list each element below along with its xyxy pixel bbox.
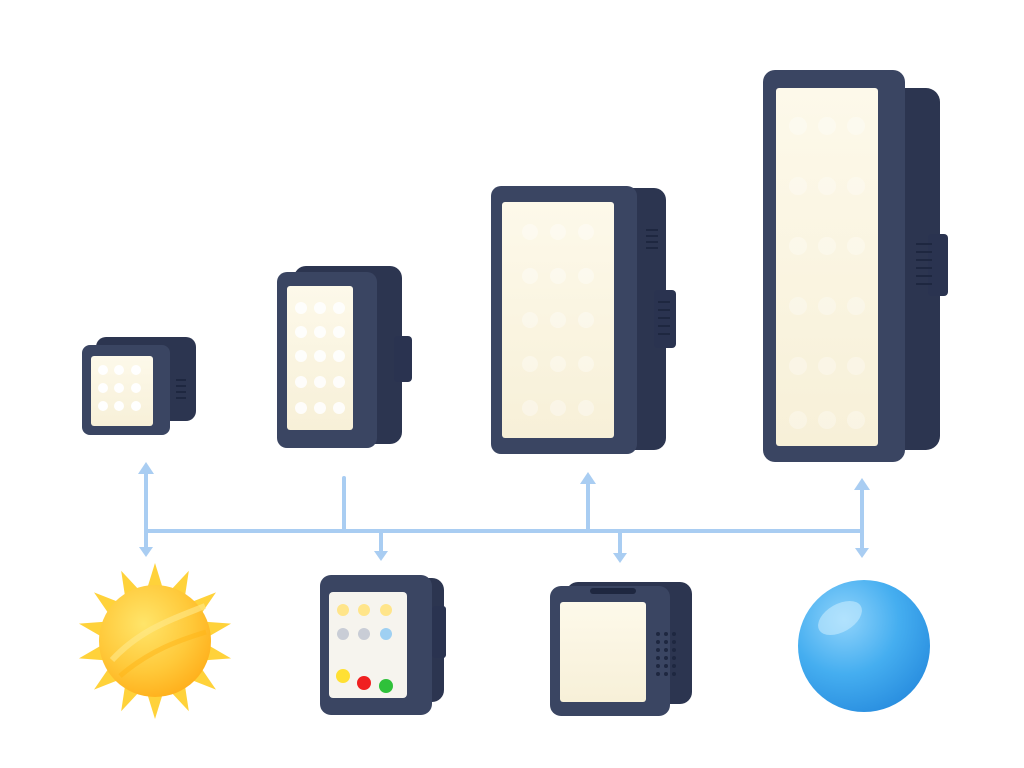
led-grid-small bbox=[98, 365, 141, 411]
sun-ray bbox=[78, 645, 105, 661]
button-red-icon bbox=[357, 676, 371, 690]
arrow-up-small-icon bbox=[138, 462, 154, 474]
vent-hole bbox=[664, 632, 668, 636]
arrow-down-square-icon bbox=[613, 553, 627, 563]
vent-hole bbox=[664, 656, 668, 660]
vent-hole bbox=[656, 648, 660, 652]
vent-hole bbox=[672, 664, 676, 668]
side-handle-medium bbox=[394, 336, 412, 382]
connector-network bbox=[144, 466, 864, 558]
led-glow-large bbox=[522, 224, 594, 416]
side-handle-extra-large bbox=[928, 234, 948, 296]
arrow-up-large-icon bbox=[580, 472, 596, 484]
vent-hole bbox=[656, 656, 660, 660]
connector-arrows bbox=[138, 462, 870, 563]
vent-hole bbox=[664, 672, 668, 676]
vent-hole bbox=[672, 632, 676, 636]
top-slot-icon bbox=[590, 588, 636, 594]
led-dots-rgb bbox=[337, 604, 392, 640]
vent-hole bbox=[656, 632, 660, 636]
led-glow-extra-large bbox=[789, 117, 865, 429]
vent-hole bbox=[672, 640, 676, 644]
vent-hole bbox=[664, 648, 668, 652]
vent-hole bbox=[664, 640, 668, 644]
vent-hole bbox=[672, 648, 676, 652]
vent-hole bbox=[656, 664, 660, 668]
vent-hole bbox=[672, 672, 676, 676]
sun-ray bbox=[147, 563, 163, 588]
light-panel-extra-large bbox=[763, 70, 948, 462]
button-green-icon bbox=[379, 679, 393, 693]
arrow-down-rgb-icon bbox=[374, 551, 388, 561]
sun-icon bbox=[78, 563, 232, 719]
light-panel-medium bbox=[277, 266, 412, 448]
sun-ray bbox=[205, 621, 232, 637]
led-grid-medium bbox=[295, 302, 345, 414]
square-panel-icon bbox=[550, 582, 692, 716]
sun-ray bbox=[78, 621, 105, 637]
arrow-down-sphere-icon bbox=[855, 548, 869, 558]
button-yellow-icon bbox=[336, 669, 350, 683]
vent-hole bbox=[672, 656, 676, 660]
vent-hole bbox=[664, 664, 668, 668]
sun-ray bbox=[205, 645, 232, 661]
vent-hole bbox=[656, 672, 660, 676]
rgb-panel-icon bbox=[320, 575, 446, 715]
arrow-up-xl-icon bbox=[854, 478, 870, 490]
vent-grid-square-icon bbox=[656, 632, 676, 676]
light-panel-small bbox=[82, 337, 196, 435]
vent-small-icon bbox=[176, 379, 186, 399]
sun-ray bbox=[147, 694, 163, 719]
sphere-icon bbox=[798, 580, 930, 712]
vent-extra-large-icon bbox=[916, 243, 932, 285]
light-panel-large bbox=[491, 186, 676, 454]
vent-large-icon bbox=[646, 229, 658, 249]
vent-hole bbox=[656, 640, 660, 644]
arrow-down-sun-icon bbox=[139, 547, 153, 557]
